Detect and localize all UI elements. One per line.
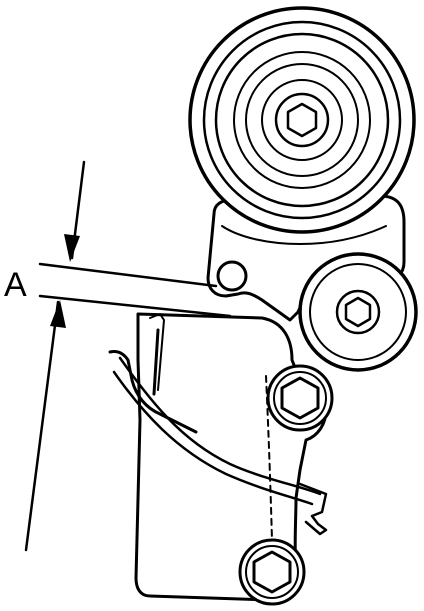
arrow-down-icon <box>64 234 80 262</box>
idler-pulley <box>188 6 416 234</box>
dimension-label: A <box>4 266 27 304</box>
hex-socket-bolt-icon <box>335 289 381 335</box>
hex-socket-bolt-icon <box>274 92 330 148</box>
hex-bolt-icon <box>266 364 334 432</box>
tensioner-pulley <box>298 252 418 372</box>
dimension-a: A <box>4 160 232 552</box>
arrow-up-icon <box>50 300 66 328</box>
arm-pivot <box>216 260 248 292</box>
hex-bolt-icon <box>238 538 306 606</box>
